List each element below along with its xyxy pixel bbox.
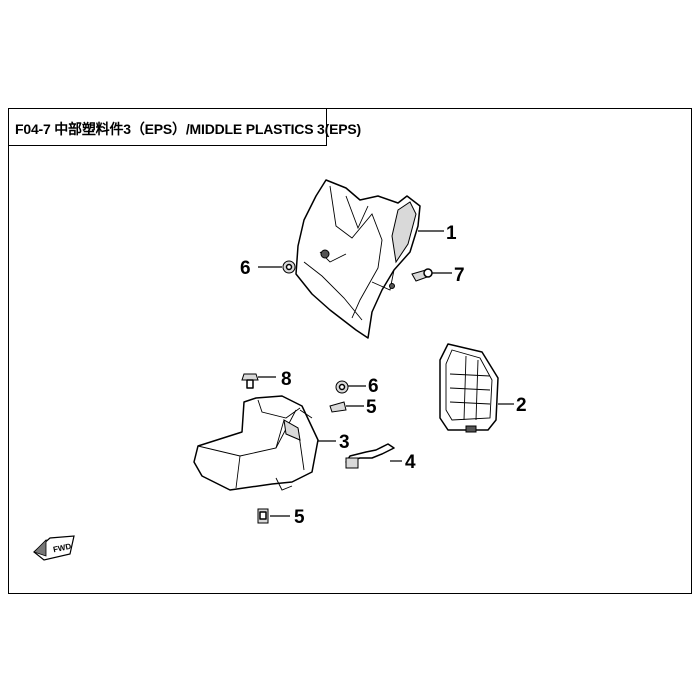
page-title: F04-7 中部塑料件3（EPS）/MIDDLE PLASTICS 3(EPS): [15, 121, 361, 137]
callout-6-upper: 6: [240, 258, 251, 279]
callout-1: 1: [446, 223, 457, 244]
callout-8: 8: [281, 369, 292, 390]
part-6-nut-upper: 6: [240, 258, 296, 279]
callout-6-lower: 6: [368, 376, 379, 397]
callout-5-upper: 5: [366, 397, 377, 418]
part-6-nut-lower: 6: [335, 376, 379, 397]
part-8-bolt: 8: [241, 369, 292, 390]
part-4-clip: 4: [345, 443, 416, 473]
title-box: F04-7 中部塑料件3（EPS）/MIDDLE PLASTICS 3(EPS): [8, 108, 361, 146]
fwd-label: FWD: [52, 542, 72, 555]
callout-2: 2: [516, 395, 527, 416]
part-5-clip-nut-lower: 5: [257, 507, 305, 528]
callout-3: 3: [339, 432, 350, 453]
part-1-upper-panel: [295, 179, 421, 339]
part-7-screw: 7: [411, 265, 465, 286]
fwd-arrow-icon: FWD: [33, 535, 75, 561]
part-3-lower-duct: 3: [193, 395, 350, 491]
part-5-screw-upper: 5: [329, 397, 377, 418]
callout-7: 7: [454, 265, 465, 286]
part-2-vent-grille: 2: [439, 343, 527, 433]
callout-4: 4: [405, 452, 416, 473]
callout-5-lower: 5: [294, 507, 305, 528]
drawing-frame: [8, 108, 692, 594]
